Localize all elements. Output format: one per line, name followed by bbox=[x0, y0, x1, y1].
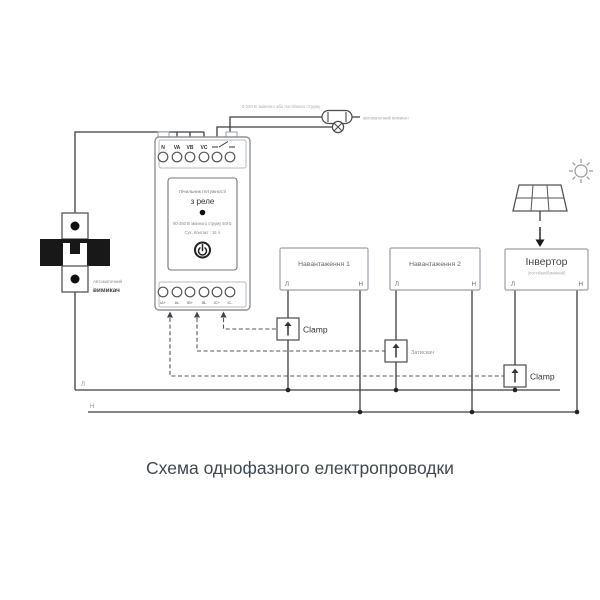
meter-top-terminals bbox=[157, 151, 236, 163]
clamp-2: Затискач bbox=[384, 339, 434, 363]
load-2-name: Навантаження 2 bbox=[409, 261, 461, 268]
meter-name-line1: Лічильник потужності bbox=[179, 189, 227, 195]
load-1-box: Навантаження 1 Л Н bbox=[279, 247, 369, 291]
inverter-name: Інвертор bbox=[526, 256, 568, 268]
ct-lead-c bbox=[222, 318, 277, 330]
terminal-hole bbox=[224, 151, 236, 163]
ct-lead-b bbox=[196, 318, 385, 352]
inverter-subtitle: (постійний/змінний) bbox=[528, 271, 566, 276]
load-1-outline bbox=[279, 247, 369, 291]
breaker-bottom-screw bbox=[70, 274, 80, 284]
meter-name-line2: з реле bbox=[191, 197, 215, 206]
breaker-label: вимикач bbox=[93, 287, 120, 294]
junction-dot bbox=[574, 409, 580, 415]
terminal-hole bbox=[184, 286, 196, 298]
inverter-line-terminal: Л bbox=[511, 282, 515, 288]
terminal-label-vc: VC bbox=[201, 145, 208, 151]
load-2-outline bbox=[389, 247, 481, 291]
clamp-1-arrow-head bbox=[284, 321, 292, 326]
relay-switch-label: автоматичний вимикач bbox=[363, 116, 409, 121]
ct-arrow-a bbox=[167, 311, 173, 318]
solar-to-inverter-arrow bbox=[535, 227, 545, 247]
inverter-outline bbox=[504, 248, 589, 291]
terminal-hole bbox=[211, 151, 223, 163]
terminal-label-ic-plus: IC+ bbox=[214, 301, 221, 305]
load-1-line-terminal: Л bbox=[285, 282, 289, 288]
relay-contact-symbol bbox=[212, 141, 235, 148]
relay-voltage-label: 0-220 В змінного або постійного струму bbox=[242, 104, 321, 109]
clamp-2-arrow-head bbox=[392, 343, 400, 348]
terminal-hole bbox=[157, 286, 169, 298]
meter-spec-line2: Сух. Контакт : 16 А bbox=[185, 230, 221, 235]
load-2-line-terminal: Л bbox=[395, 282, 399, 288]
meter-label-panel bbox=[167, 177, 238, 271]
terminal-label-ib-minus: IB- bbox=[202, 301, 208, 305]
breaker-toggle bbox=[63, 243, 87, 266]
junction-dots bbox=[285, 387, 580, 415]
breaker-top-screw bbox=[70, 221, 80, 231]
terminal-hole bbox=[211, 286, 223, 298]
fuse-capsule-caps bbox=[327, 112, 347, 122]
junction-dot bbox=[393, 387, 399, 393]
sun-icon bbox=[569, 159, 593, 183]
terminal-hole bbox=[171, 286, 183, 298]
lamp-icon bbox=[331, 120, 345, 134]
meter-bottom-terminals bbox=[157, 286, 236, 298]
terminal-label-ia-minus: IA- bbox=[175, 301, 181, 305]
neutral-bus-label: Н bbox=[90, 404, 94, 410]
terminal-hole bbox=[157, 151, 169, 163]
meter-led bbox=[199, 209, 206, 216]
load-1-name: Навантаження 1 bbox=[298, 261, 350, 268]
terminal-hole bbox=[184, 151, 196, 163]
terminal-label-va: VA bbox=[174, 145, 181, 151]
junction-dot bbox=[357, 409, 363, 415]
load-1-neutral-terminal: Н bbox=[359, 282, 363, 288]
ct-arrow-c bbox=[220, 311, 227, 318]
solar-panel-icon bbox=[512, 184, 568, 221]
ct-arrow-b bbox=[194, 311, 200, 318]
terminal-hole bbox=[224, 286, 236, 298]
load-2-box: Навантаження 2 Л Н bbox=[389, 247, 481, 291]
terminal-hole bbox=[198, 151, 210, 163]
breaker-toggle-notch bbox=[70, 243, 80, 254]
clamp-3-arrow-head bbox=[511, 368, 519, 373]
terminal-label-n: N bbox=[161, 145, 165, 151]
clamp-3: Clamp bbox=[503, 364, 555, 388]
breaker-label-small: Автоматичний bbox=[93, 279, 123, 284]
terminal-label-ia-plus: IA+ bbox=[160, 301, 167, 305]
ct-leads bbox=[167, 311, 504, 377]
junction-dot bbox=[285, 387, 291, 393]
energy-meter: N VA VB VC Лічильник потужності з реле 9… bbox=[154, 131, 251, 311]
circuit-breaker: Автоматичний вимикач bbox=[40, 212, 123, 294]
diagram-caption: Схема однофазного електропроводки bbox=[146, 458, 454, 478]
clamp-3-label: Clamp bbox=[530, 372, 555, 382]
terminal-label-ic-minus: IC- bbox=[227, 301, 233, 305]
clamp-2-label: Затискач bbox=[411, 350, 434, 356]
inverter-neutral-terminal: Н bbox=[579, 282, 583, 288]
inverter-box: Інвертор (постійний/змінний) Л Н bbox=[504, 248, 589, 291]
terminal-label-vb: VB bbox=[187, 145, 194, 151]
power-button-icon bbox=[194, 241, 211, 259]
meter-spec-line1: 90-260 В змінного струму 50Hz bbox=[173, 221, 232, 226]
relay-output-circuit: 0-220 В змінного або постійного струму а… bbox=[242, 104, 409, 134]
clamp-1: Clamp bbox=[276, 317, 328, 341]
junction-dot bbox=[512, 387, 518, 393]
ct-lead-a bbox=[169, 318, 504, 377]
terminal-hole bbox=[171, 151, 183, 163]
junction-dot bbox=[469, 409, 475, 415]
load-2-neutral-terminal: Н bbox=[472, 282, 476, 288]
terminal-label-ib-plus: IB+ bbox=[187, 301, 194, 305]
line-bus-label: Л bbox=[81, 382, 85, 388]
terminal-hole bbox=[198, 286, 210, 298]
clamp-1-label: Clamp bbox=[303, 325, 328, 335]
